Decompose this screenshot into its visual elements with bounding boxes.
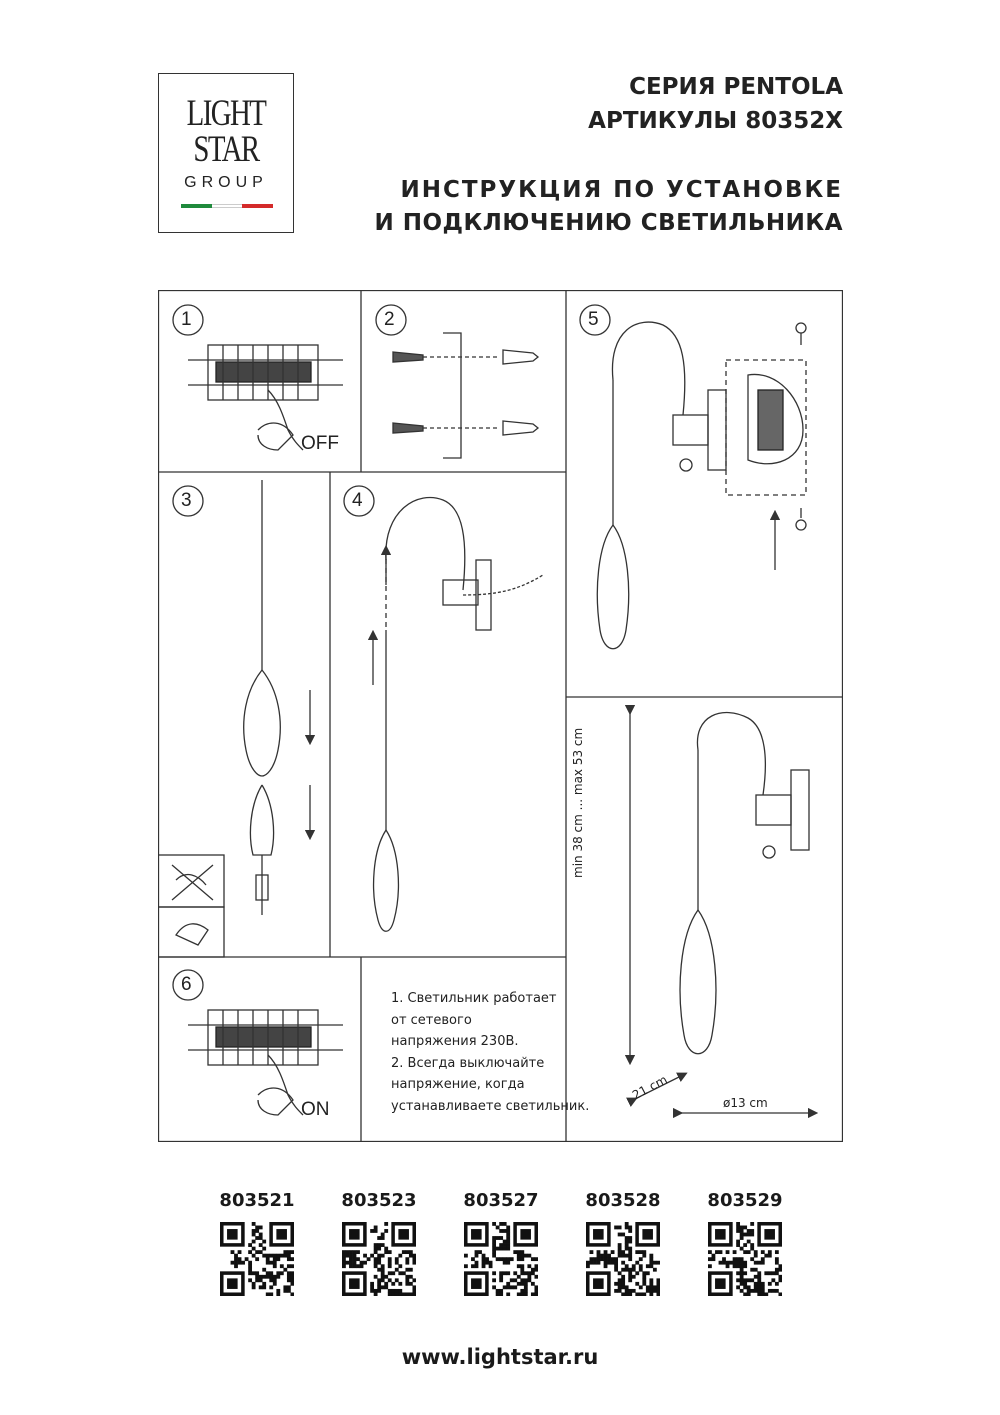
logo-line-light: LIGHT [186, 93, 267, 134]
note-line: устанавливаете светильник. [391, 1098, 590, 1114]
article-item: 803521 [202, 1190, 312, 1296]
website-url[interactable]: www.lightstar.ru [401, 1345, 599, 1369]
qr-code-icon [464, 1222, 538, 1296]
instruction-grid: 1 2 5 3 4 6 OFF ON min 38 cm ... max 53 … [158, 290, 843, 1142]
arm-installation [367, 496, 544, 932]
wall-mount-wiring [596, 321, 807, 650]
lamp-shade-assembly [171, 480, 316, 946]
article-item: 803528 [568, 1190, 678, 1296]
logo-line-star: STAR [193, 129, 260, 170]
step-2-number: 2 [384, 309, 395, 330]
mounting-hardware [392, 332, 540, 459]
instruction-title-line1: ИНСТРУКЦИЯ ПО УСТАНОВКЕ [400, 177, 843, 203]
logo-line-group: GROUP [184, 174, 268, 191]
qr-code-icon [586, 1222, 660, 1296]
articles-title: АРТИКУЛЫ 80352X [588, 108, 843, 134]
article-code: 803528 [585, 1190, 661, 1211]
article-item: 803523 [324, 1190, 434, 1296]
step-5-number: 5 [588, 309, 599, 330]
height-dimension: min 38 cm ... max 53 cm [571, 727, 585, 878]
article-code: 803521 [219, 1190, 295, 1211]
qr-code-icon [708, 1222, 782, 1296]
qr-code-icon [220, 1222, 294, 1296]
off-label: OFF [301, 433, 339, 454]
article-code: 803523 [341, 1190, 417, 1211]
article-item: 803529 [690, 1190, 800, 1296]
qr-code-icon [342, 1222, 416, 1296]
note-line: 1. Светильник работает [391, 991, 557, 1006]
article-item: 803527 [446, 1190, 556, 1296]
diameter-dimension: ø13 cm [723, 1096, 768, 1110]
dimension-drawing [624, 704, 819, 1119]
note-line: напряжения 230В. [391, 1034, 519, 1049]
instruction-title-line2: И ПОДКЛЮЧЕНИЮ СВЕТИЛЬНИКА [374, 210, 843, 236]
italian-flag-stripe [181, 204, 274, 208]
step-1-number: 1 [181, 309, 192, 330]
safety-notes: 1. Светильник работает от сетевого напря… [391, 988, 591, 1117]
article-code: 803529 [707, 1190, 783, 1211]
article-code: 803527 [463, 1190, 539, 1211]
note-line: напряжение, когда [391, 1077, 525, 1092]
brand-logo: LIGHT STAR GROUP [158, 73, 294, 233]
series-title: СЕРИЯ PENTOLA [629, 74, 843, 100]
note-line: от сетевого [391, 1012, 472, 1028]
step-3-number: 3 [181, 490, 192, 511]
instruction-diagrams [158, 290, 843, 1142]
step-4-number: 4 [352, 490, 363, 511]
step-6-number: 6 [181, 974, 192, 995]
breaker-panel-on [188, 1009, 343, 1116]
on-label: ON [301, 1099, 330, 1120]
note-line: 2. Всегда выключайте [391, 1055, 545, 1071]
breaker-panel-off [188, 344, 343, 451]
